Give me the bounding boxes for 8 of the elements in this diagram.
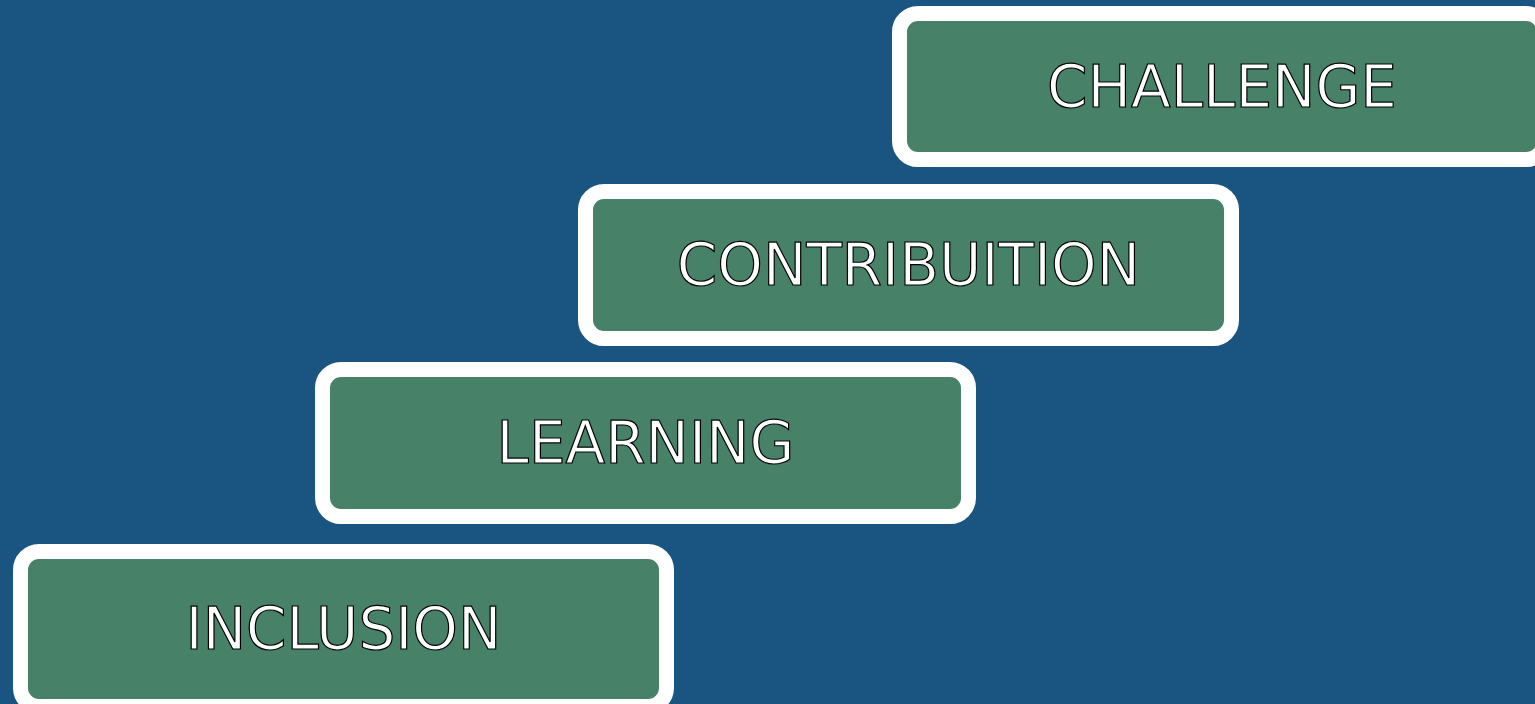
step-label: CONTRIBUITION bbox=[676, 231, 1141, 299]
step-box bbox=[578, 184, 1239, 346]
step-box bbox=[13, 544, 674, 704]
step-label: INCLUSION bbox=[185, 595, 502, 663]
step-box bbox=[315, 362, 976, 524]
step-label: LEARNING bbox=[496, 409, 795, 477]
step-box bbox=[892, 6, 1535, 167]
step-label: CHALLENGE bbox=[1046, 52, 1397, 121]
